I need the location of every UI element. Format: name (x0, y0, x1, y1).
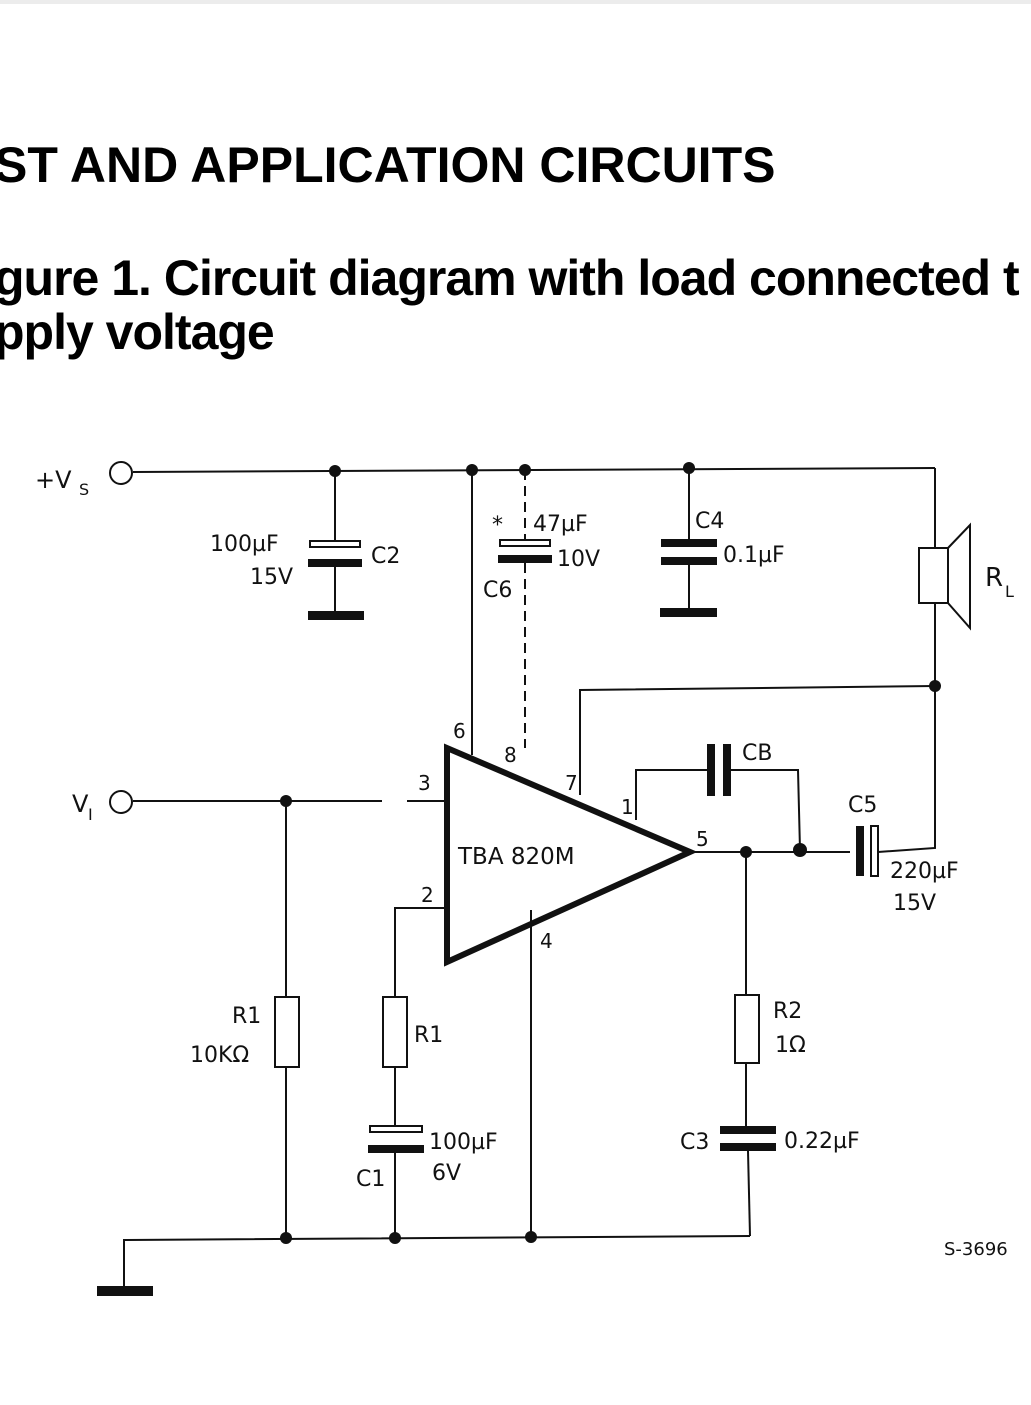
c1-value: 100µF (429, 1130, 498, 1155)
c2-label: C2 (371, 544, 400, 569)
capacitor-c1 (369, 1125, 423, 1133)
capacitor-c2: 100µF 15V C2 (210, 470, 400, 620)
c5-label: C5 (848, 793, 877, 818)
c5-voltage: 15V (893, 891, 936, 916)
c6-voltage: 10V (557, 547, 600, 572)
ground-rail (97, 1235, 751, 1296)
r1-input-value: 10KΩ (190, 1043, 249, 1068)
capacitor-c6: * 47µF 10V C6 (483, 470, 600, 748)
figure-title-line-2: pply voltage (0, 304, 275, 360)
c2-value: 100µF (210, 532, 279, 557)
input-terminal: V I (72, 790, 447, 824)
junction-dots (280, 462, 941, 1244)
r1-input-label: R1 (232, 1004, 261, 1029)
capacitor-c3 (720, 1126, 776, 1134)
rl-subscript: L (1005, 582, 1014, 601)
ground-symbol (308, 611, 364, 620)
ic-pin-7: 7 (565, 771, 578, 795)
ic-pin-3: 3 (418, 771, 431, 795)
rl-label: R (985, 563, 1003, 593)
figure-title-line-1: gure 1. Circuit diagram with load connec… (0, 250, 1020, 306)
r2-value: 1Ω (775, 1033, 806, 1058)
ic-pin-6: 6 (453, 719, 466, 743)
c6-marker: * (492, 513, 503, 538)
top-border (0, 0, 1031, 4)
cb-label: CB (742, 741, 772, 766)
ground-symbol (97, 1286, 153, 1296)
capacitor-cb: CB (635, 741, 801, 851)
ic-pin-8: 8 (504, 743, 517, 767)
ic-pin-4: 4 (540, 929, 553, 953)
r1-feedback-label: R1 (414, 1023, 443, 1048)
feedback-branch: R1 100µF 6V C1 (356, 907, 498, 1238)
c4-value: 0.1µF (723, 543, 785, 568)
c3-value: 0.22µF (784, 1129, 860, 1154)
supply-terminal-subscript: S (79, 480, 89, 499)
ic-label: TBA 820M (457, 844, 575, 870)
ic-pin-5: 5 (696, 827, 709, 851)
c1-voltage: 6V (432, 1161, 461, 1186)
c6-value: 47µF (533, 512, 588, 537)
c1-label: C1 (356, 1167, 385, 1192)
resistor-r2 (734, 994, 760, 1064)
speaker-rl: R L (918, 522, 1014, 842)
c6-label: C6 (483, 578, 512, 603)
zobel-network: R2 1Ω C3 0.22µF (680, 852, 860, 1237)
c3-label: C3 (680, 1130, 709, 1155)
c2-voltage: 15V (250, 565, 293, 590)
drawing-code: S-3696 (944, 1239, 1008, 1260)
r2-label: R2 (773, 999, 802, 1024)
resistor-r1-feedback (382, 996, 408, 1068)
input-terminal-subscript: I (88, 805, 93, 824)
ground-symbol (660, 608, 717, 617)
ic-pin-1: 1 (621, 795, 634, 819)
supply-terminal-label: +V (35, 466, 72, 494)
c4-label: C4 (695, 509, 724, 534)
input-terminal-label: V (72, 790, 89, 818)
supply-terminal: +V S (35, 461, 133, 499)
c5-value: 220µF (890, 859, 959, 884)
pin7-wire (579, 685, 936, 795)
supply-rail (132, 467, 936, 548)
ic-pin-2: 2 (421, 883, 434, 907)
capacitor-c5: C5 220µF 15V (848, 793, 959, 916)
amplifier-ic: TBA 820M 6 8 7 1 5 3 2 4 (418, 719, 709, 967)
speaker-icon (918, 547, 949, 604)
section-title: ST AND APPLICATION CIRCUITS (0, 137, 776, 193)
resistor-r1-input: R1 10KΩ (190, 801, 300, 1238)
capacitor-c4: C4 0.1µF (660, 468, 785, 617)
